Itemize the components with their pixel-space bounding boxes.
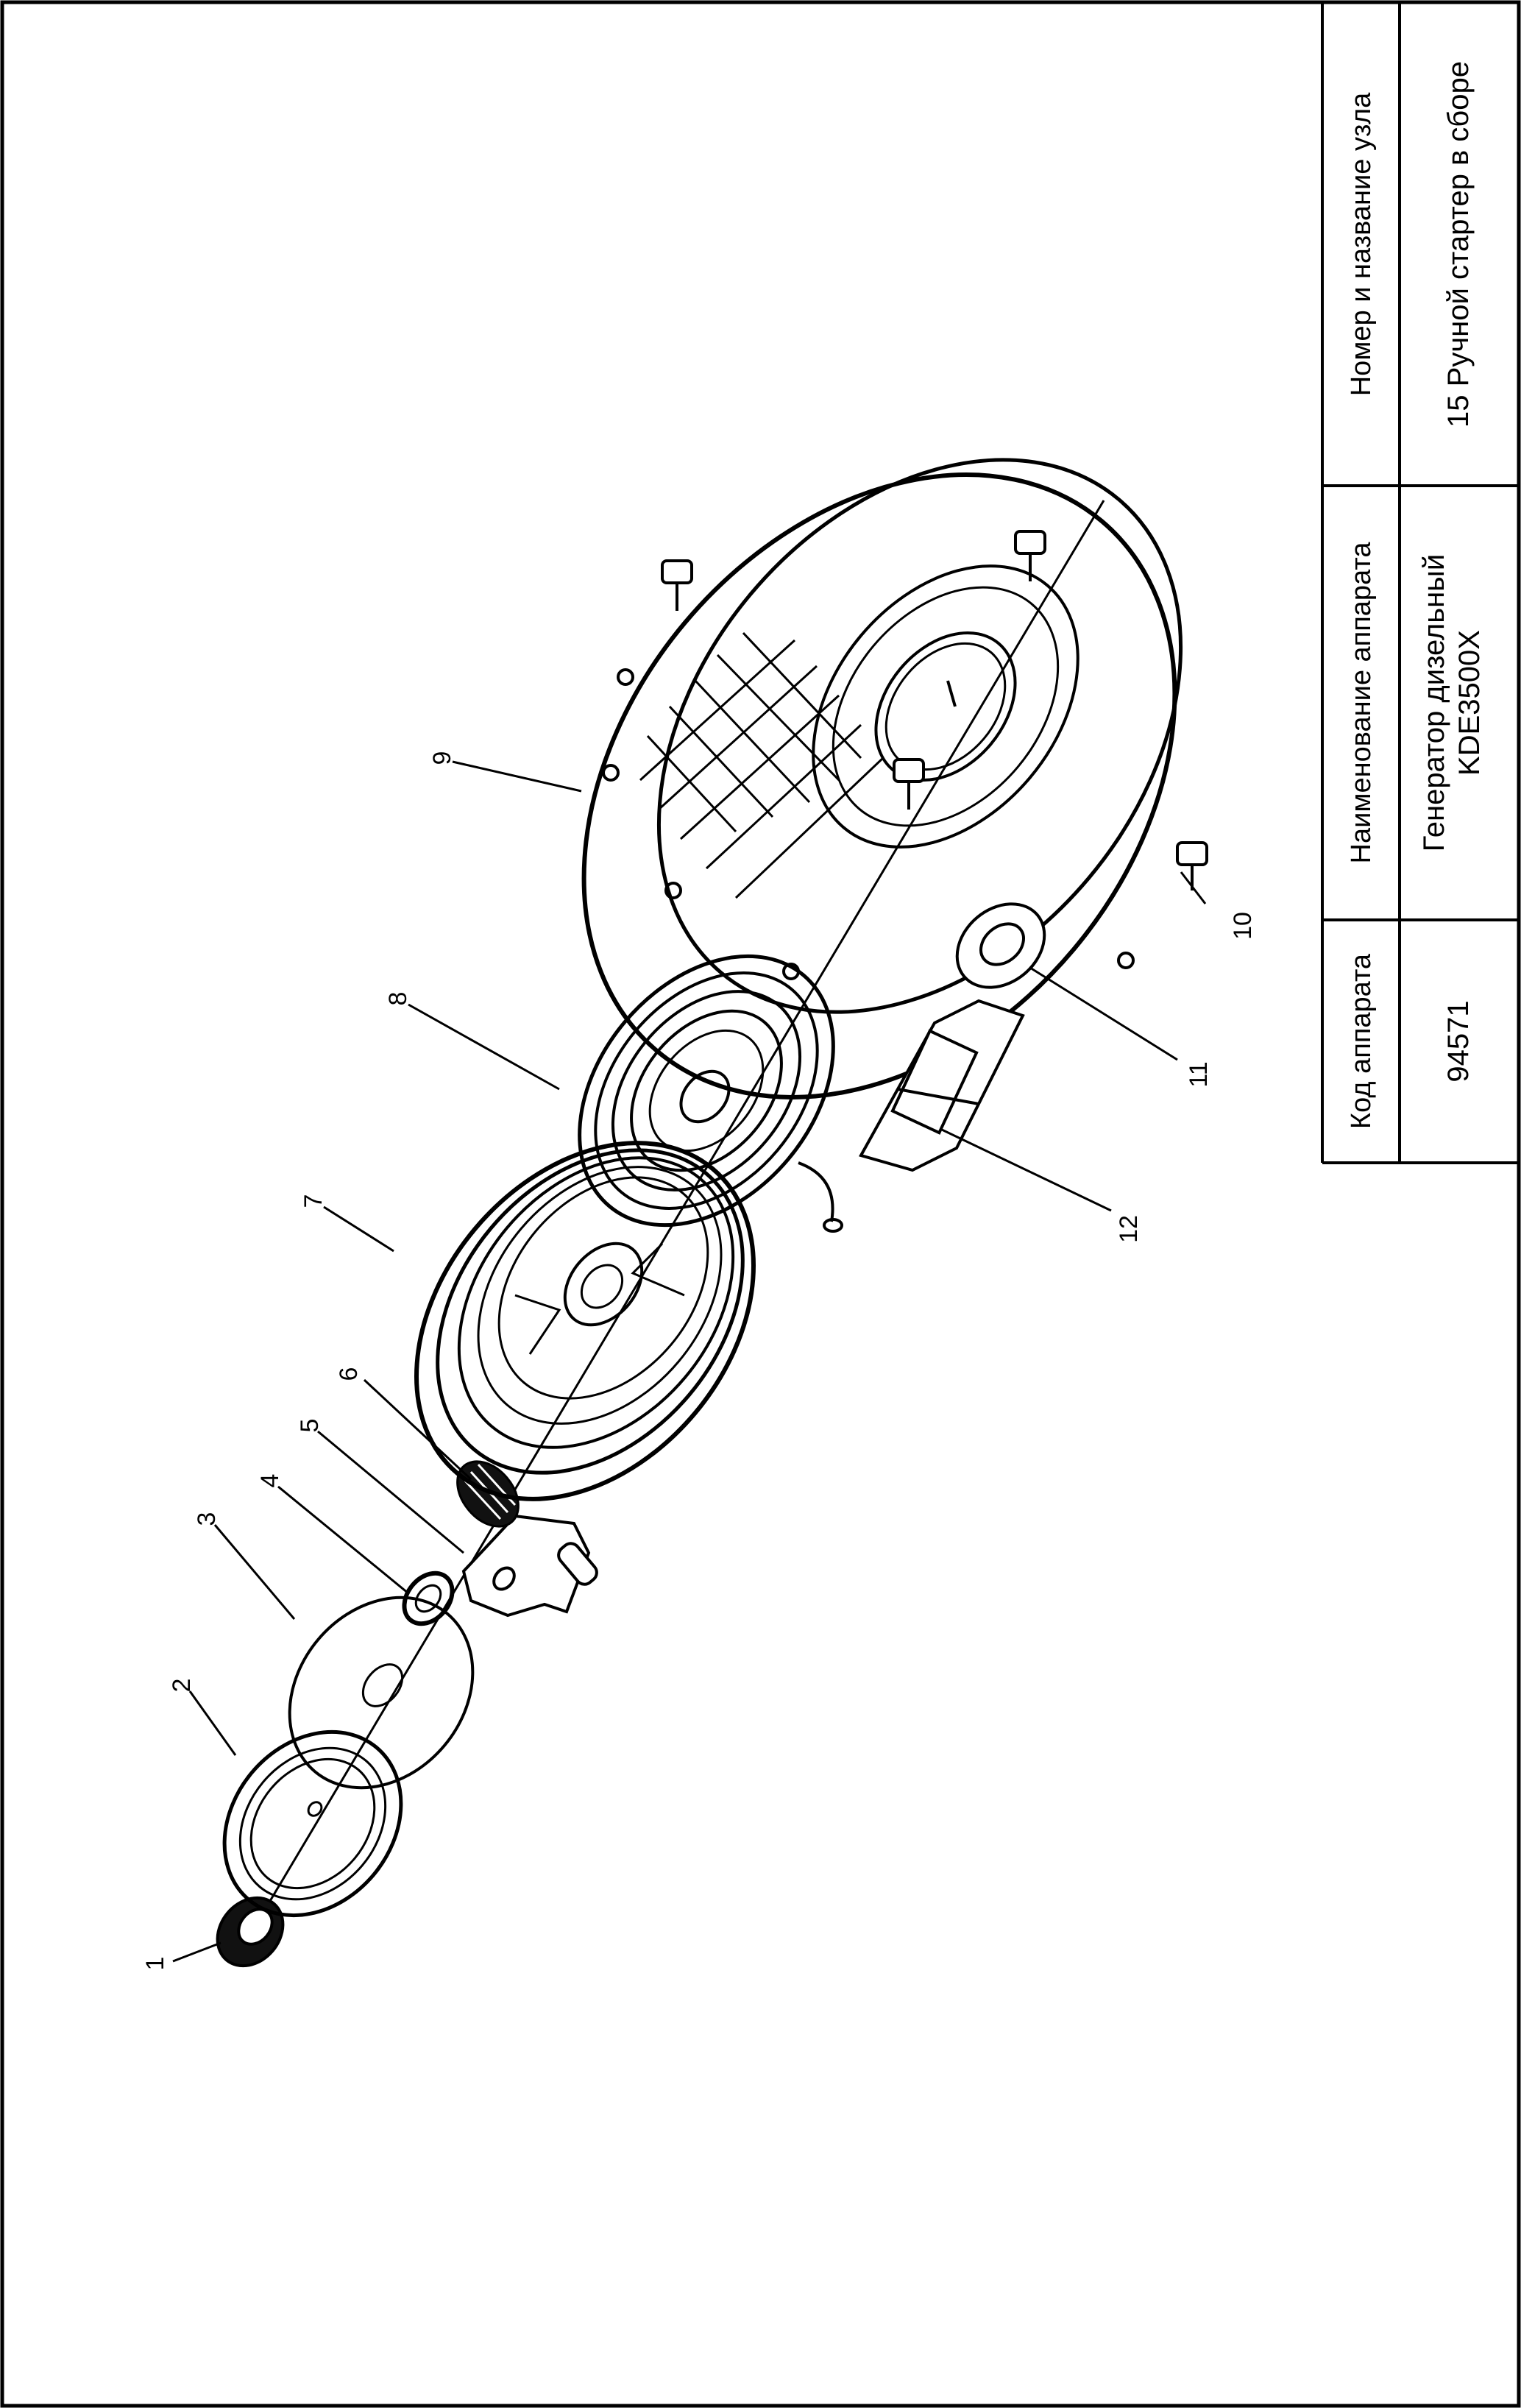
header-unit: Номер и название узла (1346, 92, 1377, 396)
label-part-11: 11 (1185, 1061, 1213, 1087)
label-part-5: 5 (296, 1419, 324, 1433)
vent-grid (639, 631, 884, 899)
part-small-washer (402, 1570, 455, 1626)
header-code: Код аппарата (1346, 953, 1377, 1129)
label-part-12: 12 (1115, 1215, 1143, 1243)
label-part-4: 4 (256, 1474, 284, 1488)
part-handle (859, 999, 1025, 1172)
label-part-6: 6 (335, 1367, 363, 1381)
label-part-8: 8 (384, 992, 412, 1006)
value-unit: 15 Ручной стартер в сборе (1442, 61, 1475, 428)
part-ratchet-pawl (461, 1514, 598, 1618)
value-device-line2: KDE3500X (1453, 630, 1486, 776)
assembly-axis (252, 500, 1105, 1929)
part-reel (414, 1141, 756, 1501)
part-housing-bolts (661, 530, 1208, 890)
part-washer-plate (222, 1729, 403, 1918)
label-part-7: 7 (299, 1194, 327, 1208)
info-table (1321, 4, 1519, 1164)
label-part-2: 2 (168, 1679, 196, 1693)
header-device: Наименование аппарата (1346, 542, 1377, 864)
label-part-1: 1 (141, 1957, 169, 1971)
label-part-3: 3 (193, 1512, 221, 1526)
part-recoil-spring (578, 954, 843, 1233)
leader-lines (172, 760, 1207, 1963)
part-number-labels: 1 2 3 4 5 6 7 8 9 10 11 12 (141, 751, 1257, 1971)
part-friction-disc (288, 1596, 475, 1790)
value-device-line1: Генератор дизельный (1418, 554, 1450, 852)
part-rope-guide (955, 902, 1046, 989)
label-part-10: 10 (1229, 912, 1257, 940)
label-part-9: 9 (428, 751, 456, 765)
info-table-text: Код аппарата Наименование аппарата Номер… (1346, 61, 1486, 1129)
value-code: 94571 (1442, 1000, 1475, 1082)
